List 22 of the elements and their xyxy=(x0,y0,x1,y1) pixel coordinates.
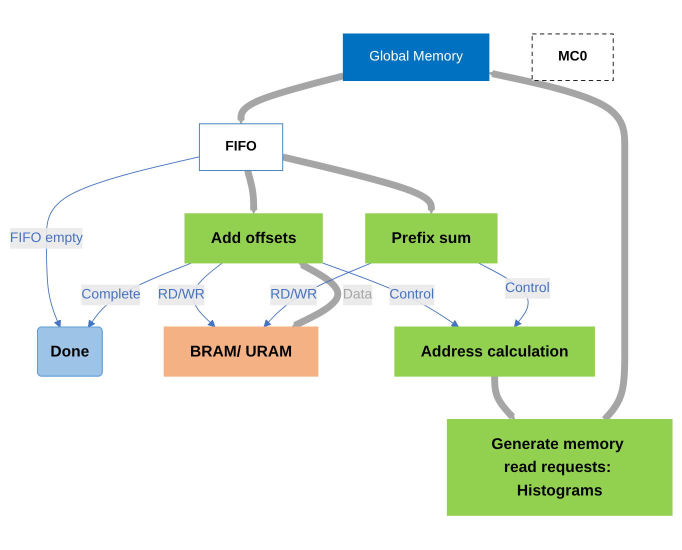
arrow xyxy=(264,262,372,328)
node-box: Global Memory xyxy=(342,34,490,82)
node-box: BRAM/ URAM xyxy=(164,326,318,377)
node-box: Prefix sum xyxy=(365,214,498,264)
node-box: Generate memory read requests: Histograms xyxy=(446,419,672,516)
edge-label: Complete xyxy=(81,288,141,302)
edge-label: FIFO empty xyxy=(10,230,83,246)
node-box: Add offsets xyxy=(184,214,323,264)
node-box: Address calculation xyxy=(394,326,595,377)
node-box: MC0 xyxy=(532,34,614,82)
edge-label: Control xyxy=(389,288,434,302)
arrow xyxy=(237,72,344,124)
arrow xyxy=(491,376,516,420)
edge-label: Control xyxy=(505,281,550,296)
node-box: FIFO xyxy=(198,124,284,172)
edge-label: RD/WR xyxy=(158,288,205,302)
arrow xyxy=(292,262,342,329)
arrow xyxy=(244,170,258,214)
arrow xyxy=(322,262,459,328)
edge-label: Data xyxy=(342,288,372,302)
arrow xyxy=(282,154,436,214)
edge-label: RD/WR xyxy=(270,288,318,302)
